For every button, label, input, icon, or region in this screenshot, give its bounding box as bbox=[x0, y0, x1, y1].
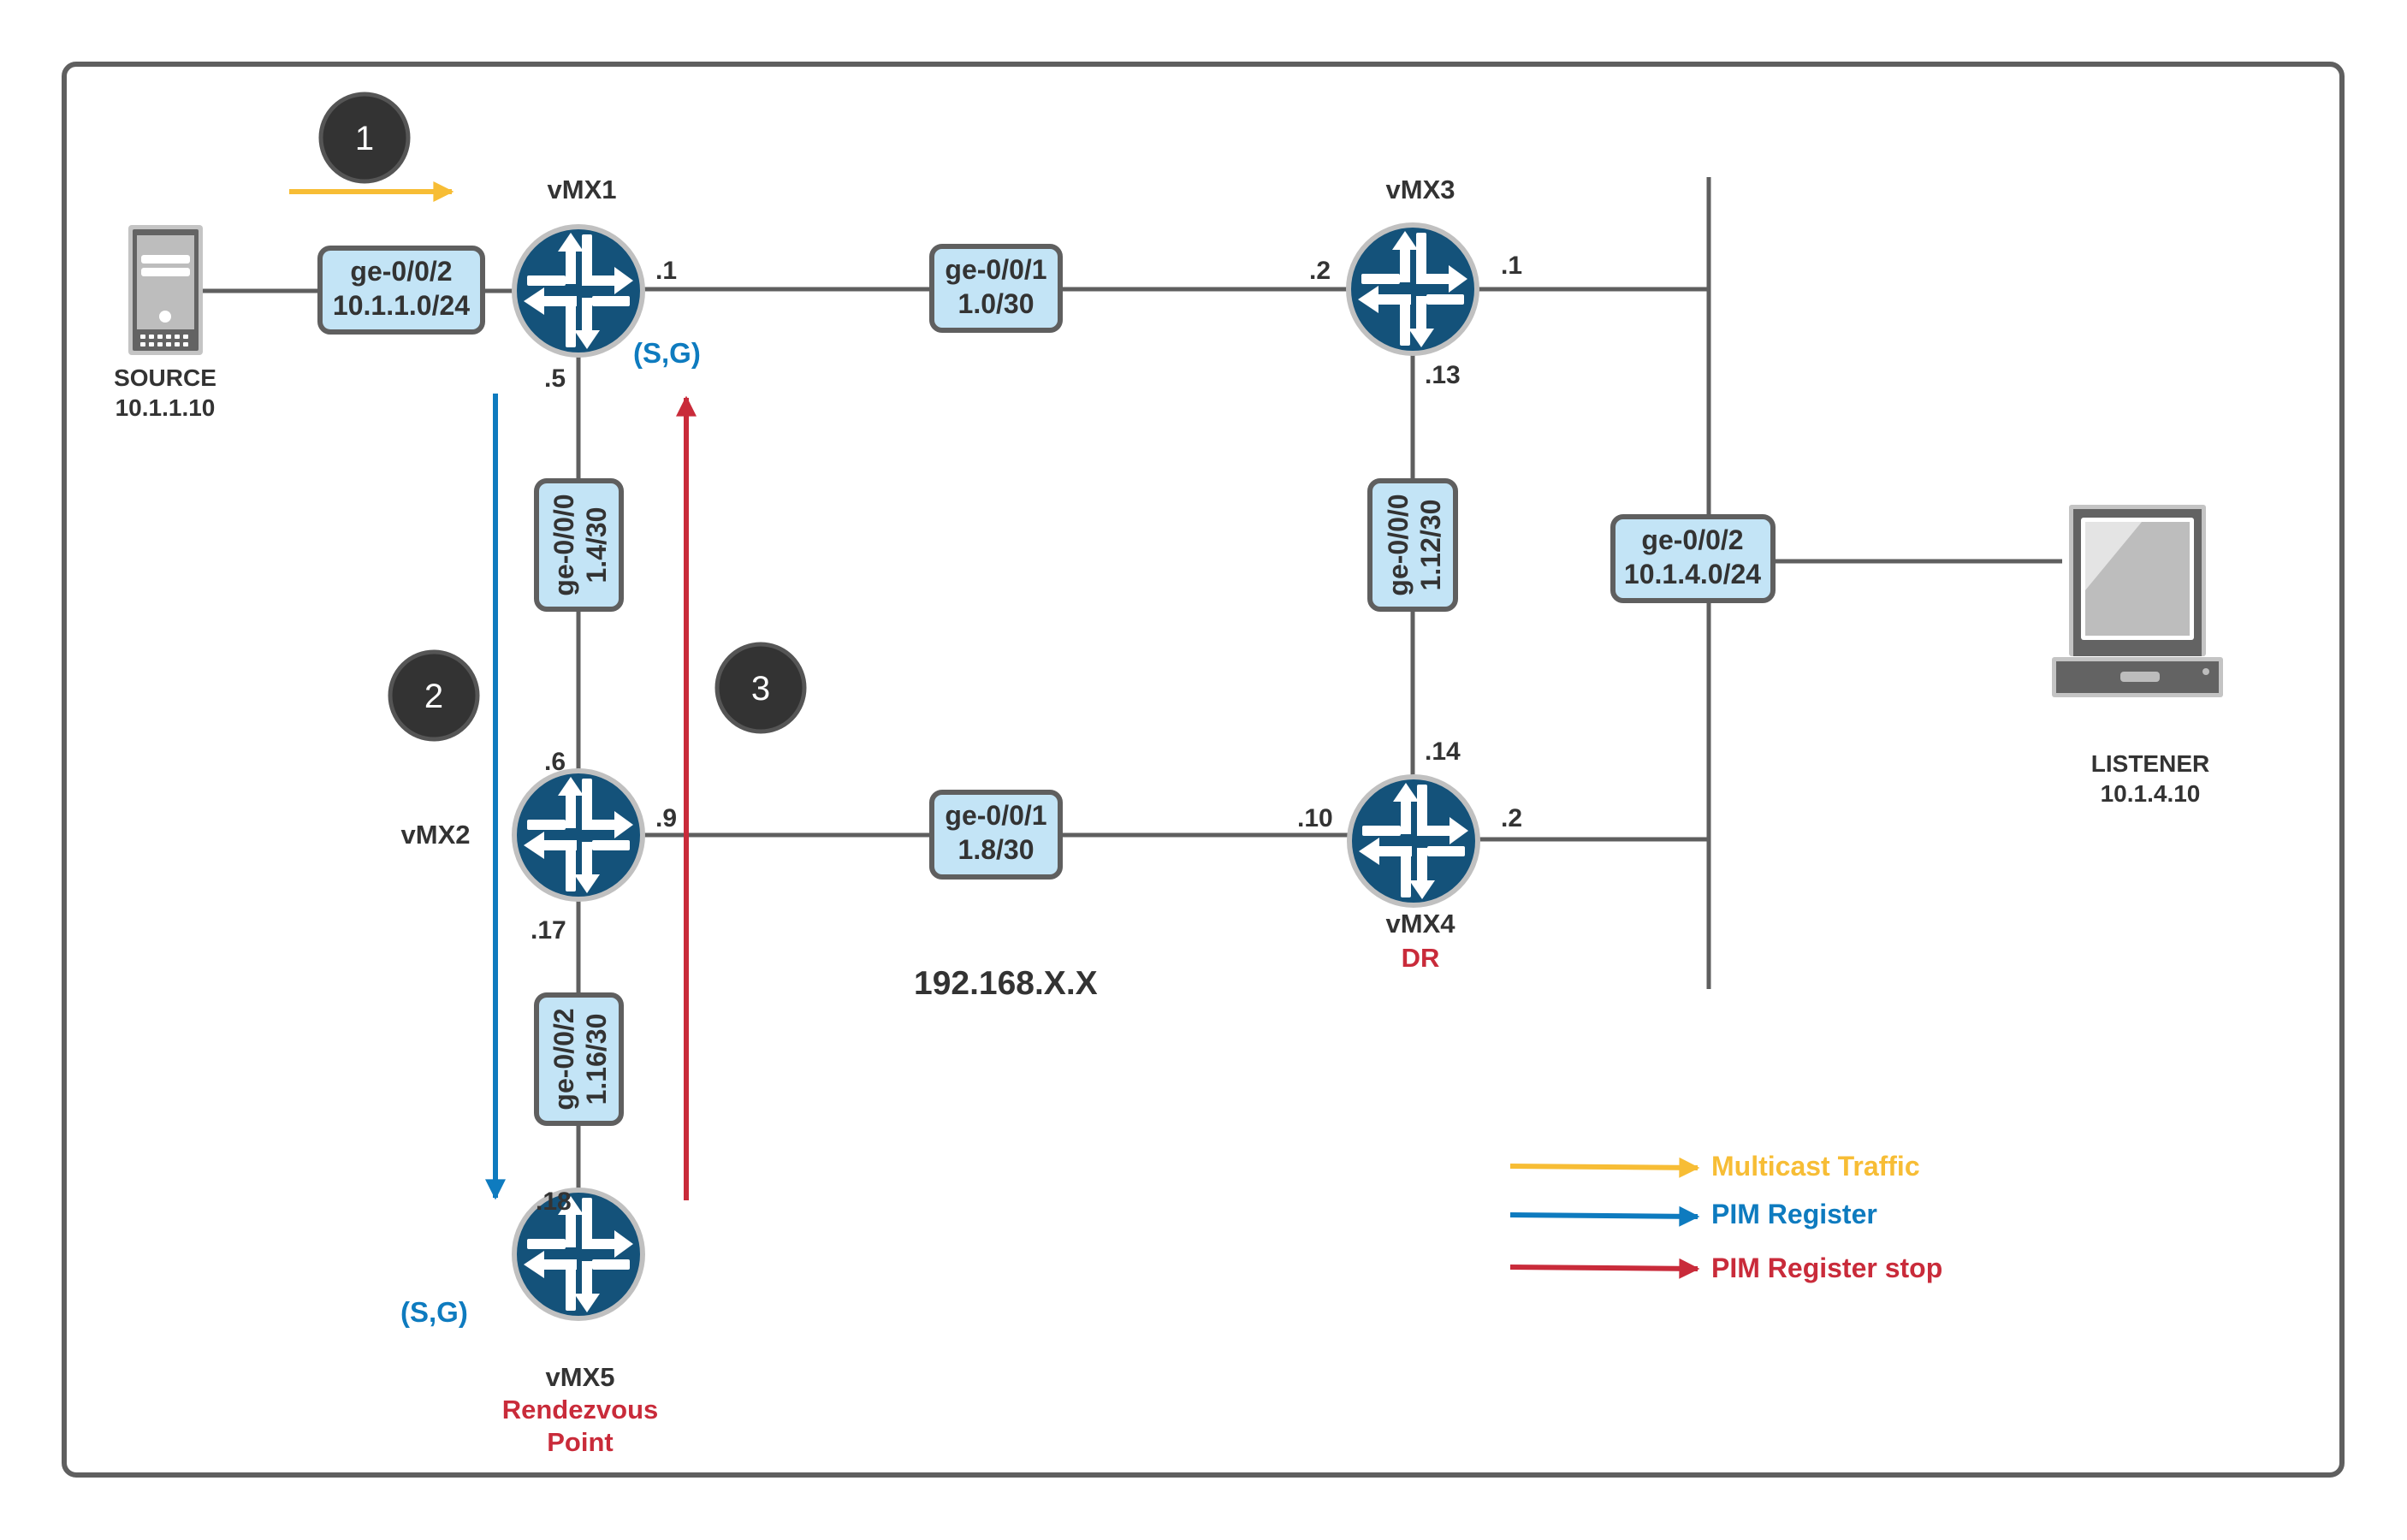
ip-vmx3-east: .1 bbox=[1501, 252, 1522, 280]
subnet-label: 10.1.1.0/24 bbox=[333, 290, 470, 321]
step-number: 1 bbox=[355, 120, 374, 157]
iface-label: ge-0/0/2 bbox=[350, 256, 452, 287]
router-icon-vmx5[interactable] bbox=[514, 1190, 643, 1318]
subnet-label: 1.16/30 bbox=[581, 1014, 612, 1105]
label-box-lan: ge-0/0/2 10.1.4.0/24 bbox=[1610, 514, 1776, 603]
ip-vmx3-south: .13 bbox=[1425, 361, 1461, 389]
legend-arrow-pim-register-stop bbox=[1509, 1258, 1700, 1279]
label-box-source-vmx1: ge-0/0/2 10.1.1.0/24 bbox=[317, 246, 485, 335]
ip-vmx2-east: .9 bbox=[655, 804, 677, 832]
sg-state-vmx5: (S,G) bbox=[400, 1296, 468, 1328]
legend-arrow-multicast bbox=[1509, 1157, 1700, 1178]
iface-label: ge-0/0/0 bbox=[548, 494, 579, 595]
ip-vmx1-east: .1 bbox=[655, 257, 677, 285]
router-icon-vmx1[interactable] bbox=[514, 227, 643, 355]
router-icon-vmx2[interactable] bbox=[514, 771, 643, 899]
subnet-label: 1.8/30 bbox=[958, 834, 1035, 865]
legend-label-pim-register-stop: PIM Register stop bbox=[1711, 1253, 1942, 1283]
legend-item-pim-register: PIM Register bbox=[1509, 1199, 1877, 1229]
ip-vmx2-north: .6 bbox=[544, 748, 566, 776]
ip-vmx4-west: .10 bbox=[1297, 804, 1333, 832]
subnet-label: 10.1.4.0/24 bbox=[1624, 559, 1761, 589]
legend-item-pim-register-stop: PIM Register stop bbox=[1509, 1253, 1942, 1283]
sg-state-vmx1: (S,G) bbox=[633, 337, 701, 369]
label-box-vmx1-vmx3: ge-0/0/1 1.0/30 bbox=[929, 244, 1063, 333]
label-box-vmx3-vmx4: ge-0/0/0 1.12/30 bbox=[1367, 478, 1458, 612]
legend-arrow-pim-register bbox=[1509, 1205, 1700, 1227]
ip-vmx4-east: .2 bbox=[1501, 804, 1522, 832]
iface-label: ge-0/0/0 bbox=[1383, 494, 1414, 595]
network-label: 192.168.X.X bbox=[914, 965, 1098, 1002]
ip-vmx1-south: .5 bbox=[544, 364, 566, 393]
laptop-icon[interactable] bbox=[2052, 505, 2223, 697]
legend-label-multicast: Multicast Traffic bbox=[1711, 1151, 1920, 1182]
ip-vmx5-north: .18 bbox=[536, 1188, 572, 1216]
step-number: 3 bbox=[751, 670, 770, 708]
router-name-vmx3: vMX3 bbox=[1386, 175, 1455, 204]
label-box-vmx1-vmx2: ge-0/0/0 1.4/30 bbox=[534, 478, 624, 612]
step-badge-1: 1 bbox=[318, 92, 411, 184]
iface-label: ge-0/0/2 bbox=[1641, 524, 1743, 555]
router-role-vmx5-line2: Point bbox=[547, 1427, 614, 1457]
router-role-vmx4: DR bbox=[1402, 943, 1440, 973]
subnet-label: 1.4/30 bbox=[581, 507, 612, 583]
iface-label: ge-0/0/2 bbox=[548, 1008, 579, 1110]
ip-vmx3-west: .2 bbox=[1309, 257, 1331, 285]
router-name-vmx5: vMX5 bbox=[546, 1362, 615, 1392]
iface-label: ge-0/0/1 bbox=[945, 800, 1046, 831]
router-name-vmx2: vMX2 bbox=[401, 820, 471, 850]
label-box-vmx2-vmx4: ge-0/0/1 1.8/30 bbox=[929, 790, 1063, 880]
legend-label-pim-register: PIM Register bbox=[1711, 1199, 1877, 1229]
step-badge-2: 2 bbox=[388, 649, 480, 742]
router-name-vmx4: vMX4 bbox=[1386, 909, 1456, 939]
router-icon-vmx4[interactable] bbox=[1349, 777, 1478, 905]
router-name-vmx1: vMX1 bbox=[548, 175, 617, 204]
source-name: SOURCE bbox=[114, 364, 216, 391]
label-box-vmx2-vmx5: ge-0/0/2 1.16/30 bbox=[534, 992, 624, 1126]
step-badge-3: 3 bbox=[714, 642, 807, 734]
ip-vmx2-south: .17 bbox=[531, 916, 566, 945]
listener-name: LISTENER bbox=[2091, 750, 2209, 777]
legend-item-multicast: Multicast Traffic bbox=[1509, 1151, 1920, 1182]
ip-vmx4-north: .14 bbox=[1425, 737, 1461, 766]
step-number: 2 bbox=[424, 678, 443, 715]
subnet-label: 1.12/30 bbox=[1415, 500, 1446, 591]
legend: Multicast Traffic PIM Register PIM Regis… bbox=[1509, 1151, 1942, 1283]
iface-label: ge-0/0/1 bbox=[945, 254, 1046, 285]
server-icon[interactable] bbox=[128, 225, 203, 355]
router-icon-vmx3[interactable] bbox=[1349, 225, 1477, 353]
subnet-label: 1.0/30 bbox=[958, 288, 1035, 319]
router-role-vmx5-line1: Rendezvous bbox=[502, 1395, 659, 1424]
diagram-frame bbox=[62, 62, 2345, 1478]
listener-ip: 10.1.4.10 bbox=[2101, 780, 2201, 807]
source-ip: 10.1.1.10 bbox=[116, 394, 216, 421]
